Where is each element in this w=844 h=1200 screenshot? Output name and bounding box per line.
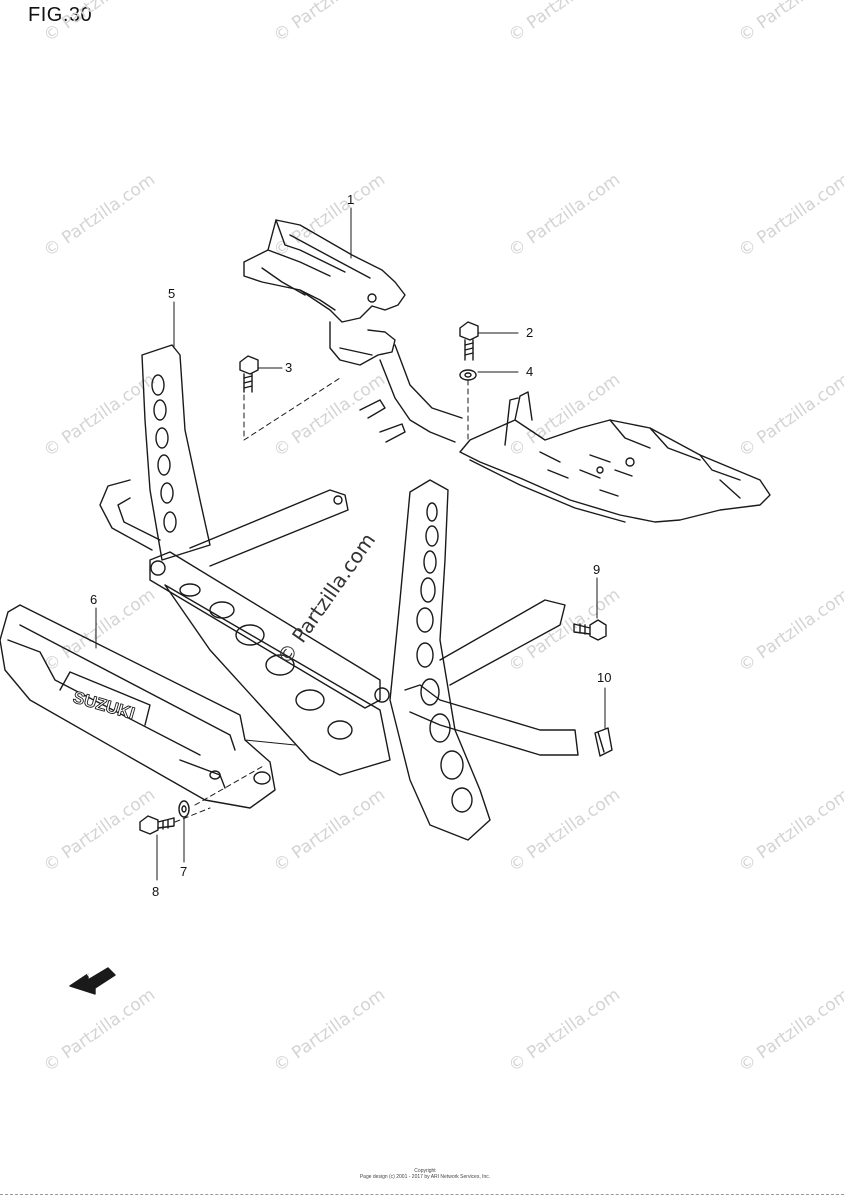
guard-tube-right: [404, 599, 579, 756]
part-4-washer: [459, 369, 477, 381]
callout-4: 4: [526, 364, 534, 379]
guard-tube-left: [99, 479, 349, 567]
part-9-bolt: [573, 619, 607, 641]
part-5-side-plate: [141, 344, 211, 561]
copyright-line-1: Copyright: [414, 1168, 436, 1174]
copyright-line-2: Page design (c) 2001 - 2017 by ARI Netwo…: [359, 1174, 491, 1180]
part-1-step: [459, 391, 771, 523]
guard-crossbar: [149, 551, 391, 776]
front-direction-arrow: [69, 967, 116, 995]
part-3-bolt: [239, 355, 259, 393]
part-10-cap: [594, 727, 613, 757]
callout-2: 2: [526, 325, 534, 340]
callout-3: 3: [285, 360, 293, 375]
callout-5: 5: [168, 286, 176, 301]
callout-1: 1: [347, 192, 355, 207]
callout-8: 8: [152, 884, 160, 899]
leader-lines: [95, 207, 606, 881]
callout-6: 6: [90, 592, 98, 607]
brand-mark: SUZUKI: [71, 688, 137, 724]
callout-7: 7: [180, 864, 188, 879]
callout-10: 10: [597, 670, 612, 685]
copyright-notice: Copyright Page design (c) 2001 - 2017 by…: [330, 1168, 520, 1180]
part-1-bracket: [243, 219, 463, 443]
part-8-bolt: [139, 815, 175, 835]
part-7-washer: [178, 800, 190, 818]
figure-title: FIG.30: [28, 4, 93, 26]
part-2-bolt: [459, 321, 479, 361]
page-bottom-rule: [0, 1194, 844, 1195]
callout-9: 9: [593, 562, 601, 577]
part-6-front-cover: [0, 604, 296, 809]
part-5-side-plate-right: [389, 479, 491, 841]
